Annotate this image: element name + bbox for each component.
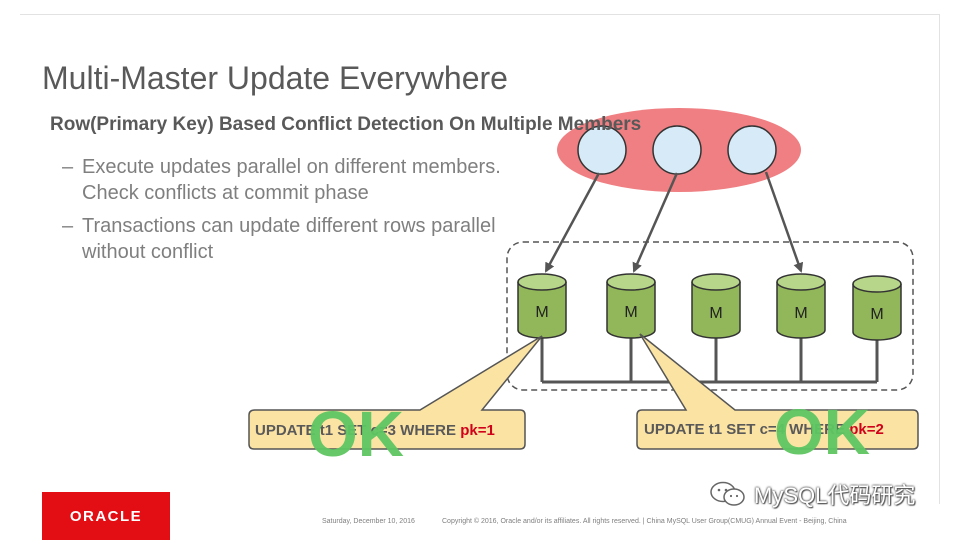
member-label: M xyxy=(794,305,807,322)
watermark: MySQL代码研究 xyxy=(708,480,915,508)
slide-top-border xyxy=(20,14,940,15)
bullet-text: Transactions can update different rows p… xyxy=(82,215,496,263)
client-node xyxy=(652,125,702,175)
database-member: M xyxy=(852,275,902,341)
bullet-dash: – xyxy=(62,215,74,237)
client-node xyxy=(727,125,777,175)
ok-label-right: OK xyxy=(774,396,870,468)
callout-right xyxy=(636,333,919,450)
member-label: M xyxy=(624,304,637,321)
sql-statement: UPDATE t1 SET c=4 WHERE xyxy=(644,421,850,438)
database-member: M xyxy=(776,273,826,339)
bullet-text: Execute updates parallel on different me… xyxy=(82,156,501,204)
primary-key-condition: pk=1 xyxy=(460,422,495,439)
database-member: M xyxy=(517,273,567,339)
database-member: M xyxy=(691,273,741,339)
slide-right-border xyxy=(939,14,940,514)
member-label: M xyxy=(535,304,548,321)
slide-subtitle: Row(Primary Key) Based Conflict Detectio… xyxy=(50,114,642,135)
member-label: M xyxy=(709,305,722,322)
update-arrow xyxy=(544,172,601,273)
replication-bus xyxy=(540,338,879,384)
bullet-list: – Execute updates parallel on different … xyxy=(62,154,532,272)
primary-key-condition: pk=2 xyxy=(849,421,884,438)
ok-label-left: OK xyxy=(308,398,404,470)
database-member: M xyxy=(606,273,656,339)
watermark-text: MySQL代码研究 xyxy=(754,483,916,508)
update-arrow xyxy=(632,172,679,273)
update-arrow xyxy=(764,171,804,273)
bullet-item: – Transactions can update different rows… xyxy=(62,213,532,265)
oracle-logo: ORACLE xyxy=(42,492,170,540)
bullet-item: – Execute updates parallel on different … xyxy=(62,154,532,206)
bullet-dash: – xyxy=(62,156,74,178)
member-label: M xyxy=(870,306,883,323)
wechat-icon xyxy=(710,481,745,506)
sql-statement: UPDATE t1 SET c=3 WHERE xyxy=(255,422,461,439)
footer-date: Saturday, December 10, 2016 xyxy=(322,518,415,525)
callout-right-text: UPDATE t1 SET c=4 WHERE pk=2 xyxy=(644,421,884,438)
callout-left xyxy=(248,335,543,450)
footer-copyright: Copyright © 2016, Oracle and/or its affi… xyxy=(442,518,847,525)
client-node xyxy=(577,125,627,175)
slide-title: Multi-Master Update Everywhere xyxy=(42,60,508,96)
oracle-logo-text: ORACLE xyxy=(69,507,143,525)
callout-left-text: UPDATE t1 SET c=3 WHERE pk=1 xyxy=(255,422,495,439)
